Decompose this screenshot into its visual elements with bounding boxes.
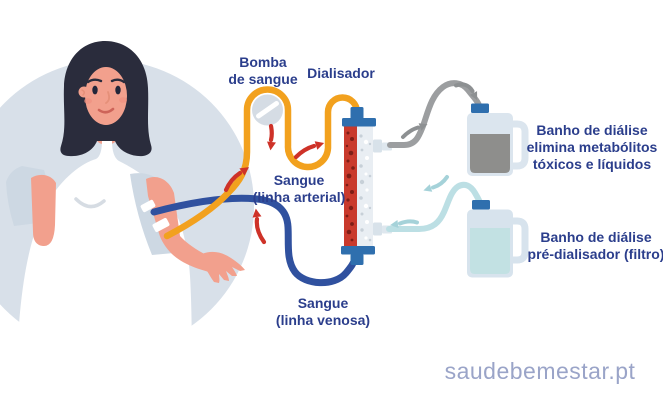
blood-pump-label: Bomba de sangue bbox=[228, 54, 298, 87]
dialysis-bath-in-label: Banho de diálise pré-dialisador (filtro) bbox=[527, 229, 663, 262]
fresh-liquid bbox=[470, 228, 510, 274]
upper-port bbox=[373, 139, 382, 153]
dialysate-in-tube bbox=[386, 181, 483, 232]
venous-tube bbox=[150, 194, 359, 287]
dialyzer-label: Dialisador bbox=[307, 65, 375, 81]
hand bbox=[200, 251, 245, 283]
tape-patches bbox=[140, 199, 170, 233]
blood-pump-icon bbox=[252, 94, 283, 126]
waste-jug-icon bbox=[467, 103, 529, 176]
dialysate-in-arrows bbox=[390, 175, 449, 228]
blood-chamber bbox=[344, 126, 357, 248]
dialysis-bath-out-label: Banho de diálise elimina metabólitos tóx… bbox=[526, 122, 658, 172]
face bbox=[85, 67, 127, 125]
arm bbox=[146, 176, 222, 274]
site-watermark: saudebemestar.pt bbox=[444, 358, 636, 384]
dialysate-jug-icon bbox=[467, 200, 529, 278]
patient-illustration bbox=[0, 41, 254, 400]
lower-port bbox=[373, 222, 382, 236]
arterial-tube bbox=[163, 86, 361, 240]
waste-liquid bbox=[470, 134, 510, 173]
dialysate-out-arrows bbox=[401, 82, 478, 139]
venous-line-label: Sangue (linha venosa) bbox=[275, 295, 371, 328]
blood-flow-arrows bbox=[223, 123, 325, 245]
arterial-line-label: Sangue (linha arterial) bbox=[252, 172, 346, 205]
